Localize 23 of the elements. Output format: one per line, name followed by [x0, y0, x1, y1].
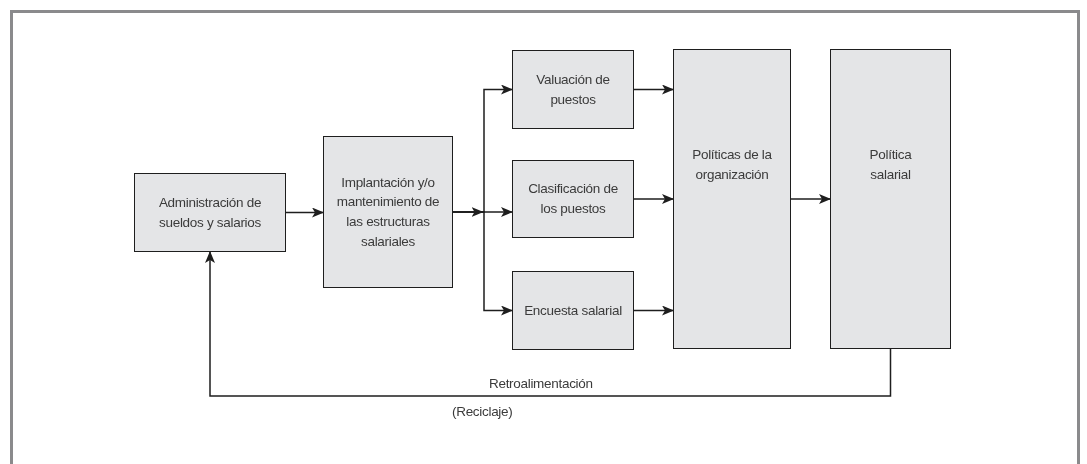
arrow — [633, 305, 674, 316]
box-label: Clasificación de los puestos — [527, 180, 619, 218]
arrow — [452, 211, 513, 316]
process-box — [512, 271, 634, 350]
arrow — [285, 207, 324, 218]
process-box — [512, 50, 634, 129]
process-box — [512, 160, 634, 238]
box-label: Administración de sueldos y salarios — [157, 193, 263, 232]
box-label: Implantación y/o mantenimiento de las estructuras salariales — [335, 173, 441, 251]
box-label: Políticas de la organización — [691, 146, 773, 184]
arrow — [633, 84, 674, 95]
edge-label: Retroalimentación — [489, 376, 593, 391]
arrow — [205, 251, 892, 397]
box-label: Valuación de puestos — [535, 70, 611, 109]
process-box — [134, 173, 286, 252]
arrow — [633, 194, 674, 204]
process-box — [323, 136, 453, 288]
note-label: (Reciclaje) — [452, 404, 513, 419]
box-label: Política salarial — [868, 146, 913, 184]
box-label: Encuesta salarial — [524, 301, 622, 320]
arrow — [790, 194, 831, 204]
process-box — [830, 49, 951, 349]
process-box — [673, 49, 791, 349]
